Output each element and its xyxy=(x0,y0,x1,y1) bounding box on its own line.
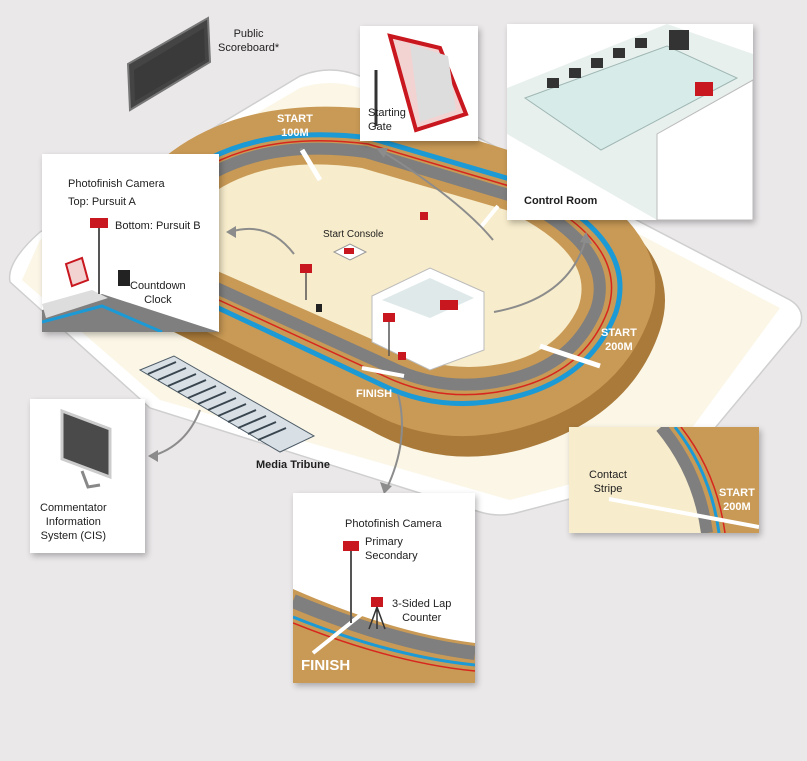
arrow-heads xyxy=(148,148,592,494)
start-lines xyxy=(299,148,601,378)
contact-start-200m-label: START 200M xyxy=(719,487,755,513)
pursuit-card-illustration xyxy=(42,218,219,332)
contact-stripe-card xyxy=(569,427,759,533)
monitor-icon xyxy=(60,408,112,489)
camera-icon xyxy=(300,212,428,360)
contact-stripe-label: Contact Stripe xyxy=(589,469,627,495)
countdown-clock-icon xyxy=(118,270,130,286)
starting-gate-icon xyxy=(374,33,469,133)
scoreboard-icon xyxy=(126,16,212,112)
finish-label: FINISH xyxy=(356,388,393,400)
photofinish-finish-card xyxy=(293,493,475,683)
lap-counter-icon xyxy=(371,597,383,607)
public-scoreboard-label: Public Scoreboard* xyxy=(218,28,280,54)
cis-label: Commentator Information System (CIS) xyxy=(40,502,107,542)
photofinish-pursuit-card xyxy=(42,154,219,332)
control-room-card xyxy=(507,24,753,220)
pursuit-camera-title: Photofinish Camera xyxy=(68,178,165,190)
start-100m-label: START 100M xyxy=(277,113,313,139)
lap-counter-label: 3-Sided Lap Counter xyxy=(392,598,452,624)
start-200m-label: START 200M xyxy=(601,327,637,353)
control-building xyxy=(371,267,485,371)
pursuit-top-label: Top: Pursuit A xyxy=(68,196,136,208)
finish-camera-primary-secondary: Primary Secondary xyxy=(365,536,418,562)
media-tribune-label: Media Tribune xyxy=(256,459,330,471)
countdown-clock-label: Countdown Clock xyxy=(130,280,186,306)
finish-card-finish-label: FINISH xyxy=(301,657,351,674)
control-room-label: Control Room xyxy=(524,195,598,207)
tribune-icon xyxy=(138,355,316,453)
start-console-icon xyxy=(332,243,368,261)
control-room-illustration xyxy=(507,24,753,220)
cis-card xyxy=(30,399,145,553)
starting-gate-card xyxy=(360,26,478,141)
start-console-label: Start Console xyxy=(323,229,384,240)
camera-icon xyxy=(343,541,359,551)
finish-card-illustration xyxy=(293,541,475,683)
starting-gate-label: Starting Gate xyxy=(368,107,406,133)
camera-icon xyxy=(90,218,108,228)
connector-arrows xyxy=(151,147,587,491)
contact-stripe-illustration xyxy=(569,427,759,533)
pursuit-bottom-label: Bottom: Pursuit B xyxy=(115,220,201,232)
finish-camera-title: Photofinish Camera xyxy=(345,518,442,530)
